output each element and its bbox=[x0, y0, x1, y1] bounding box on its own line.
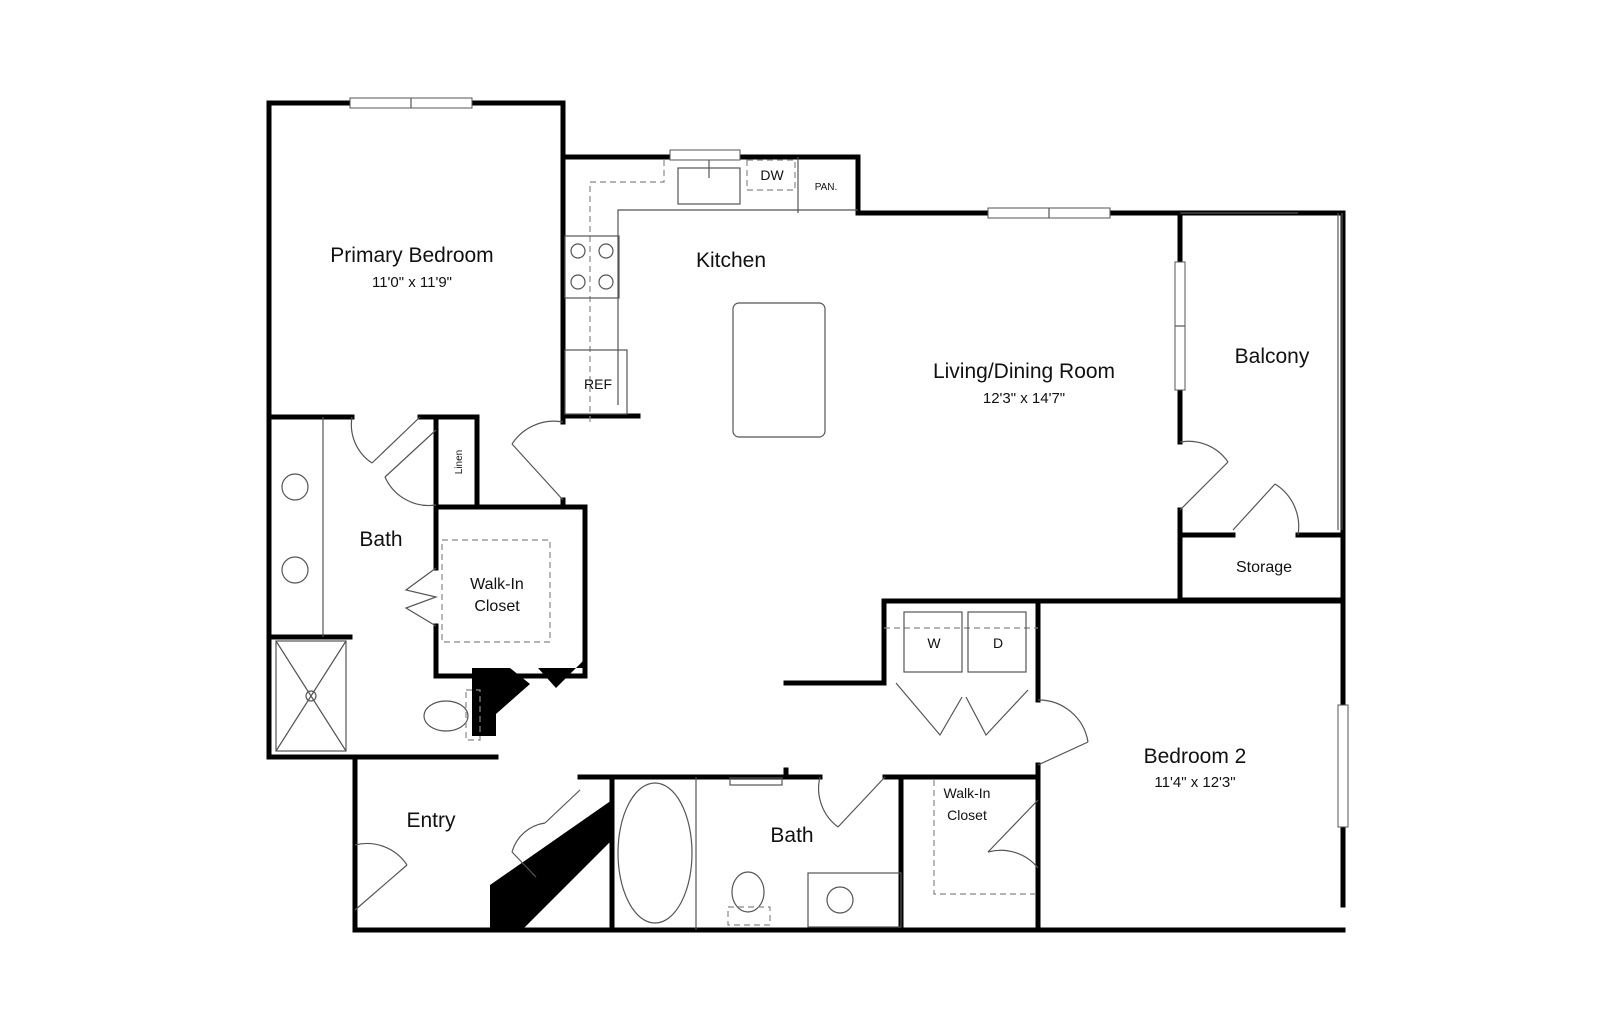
bath-fixtures bbox=[275, 417, 1036, 930]
washer-label: W bbox=[927, 635, 941, 651]
living-dining-dims: 12'3" x 14'7" bbox=[983, 390, 1065, 407]
pantry-label: PAN. bbox=[815, 182, 838, 193]
dryer-label: D bbox=[993, 635, 1003, 651]
structural-chases bbox=[472, 660, 612, 930]
kitchen-fixtures bbox=[564, 157, 858, 438]
laundry-fixtures bbox=[884, 611, 1038, 673]
bedroom2-label: Bedroom 2 bbox=[1144, 745, 1247, 768]
primary-bedroom-label: Primary Bedroom bbox=[330, 244, 493, 267]
primary-bath-label: Bath bbox=[359, 528, 402, 551]
entry-label: Entry bbox=[406, 809, 456, 832]
refrigerator-label: REF bbox=[584, 376, 612, 392]
primary-closet-label-line1: Walk-In bbox=[470, 576, 524, 593]
bedroom2-dims: 11'4" x 12'3" bbox=[1154, 774, 1235, 791]
dishwasher-label: DW bbox=[760, 167, 784, 183]
closet2-label-line2: Closet bbox=[947, 807, 987, 823]
primary-bedroom-dims: 11'0" x 11'9" bbox=[372, 274, 452, 291]
room-labels: Primary Bedroom 11'0" x 11'9" Kitchen Li… bbox=[330, 244, 1310, 847]
walls bbox=[266, 100, 1346, 933]
doors bbox=[350, 416, 1300, 911]
living-dining-label: Living/Dining Room bbox=[933, 360, 1115, 383]
balcony-label: Balcony bbox=[1235, 345, 1310, 368]
storage-label: Storage bbox=[1236, 559, 1292, 576]
windows bbox=[349, 97, 1349, 828]
fixture-labels: DW PAN. REF W D bbox=[584, 167, 1003, 651]
primary-closet-label-line2: Closet bbox=[474, 598, 520, 615]
kitchen-label: Kitchen bbox=[696, 249, 766, 272]
closet2-label-line1: Walk-In bbox=[944, 785, 991, 801]
bath2-label: Bath bbox=[770, 824, 813, 847]
linen-label: Linen bbox=[454, 450, 465, 474]
